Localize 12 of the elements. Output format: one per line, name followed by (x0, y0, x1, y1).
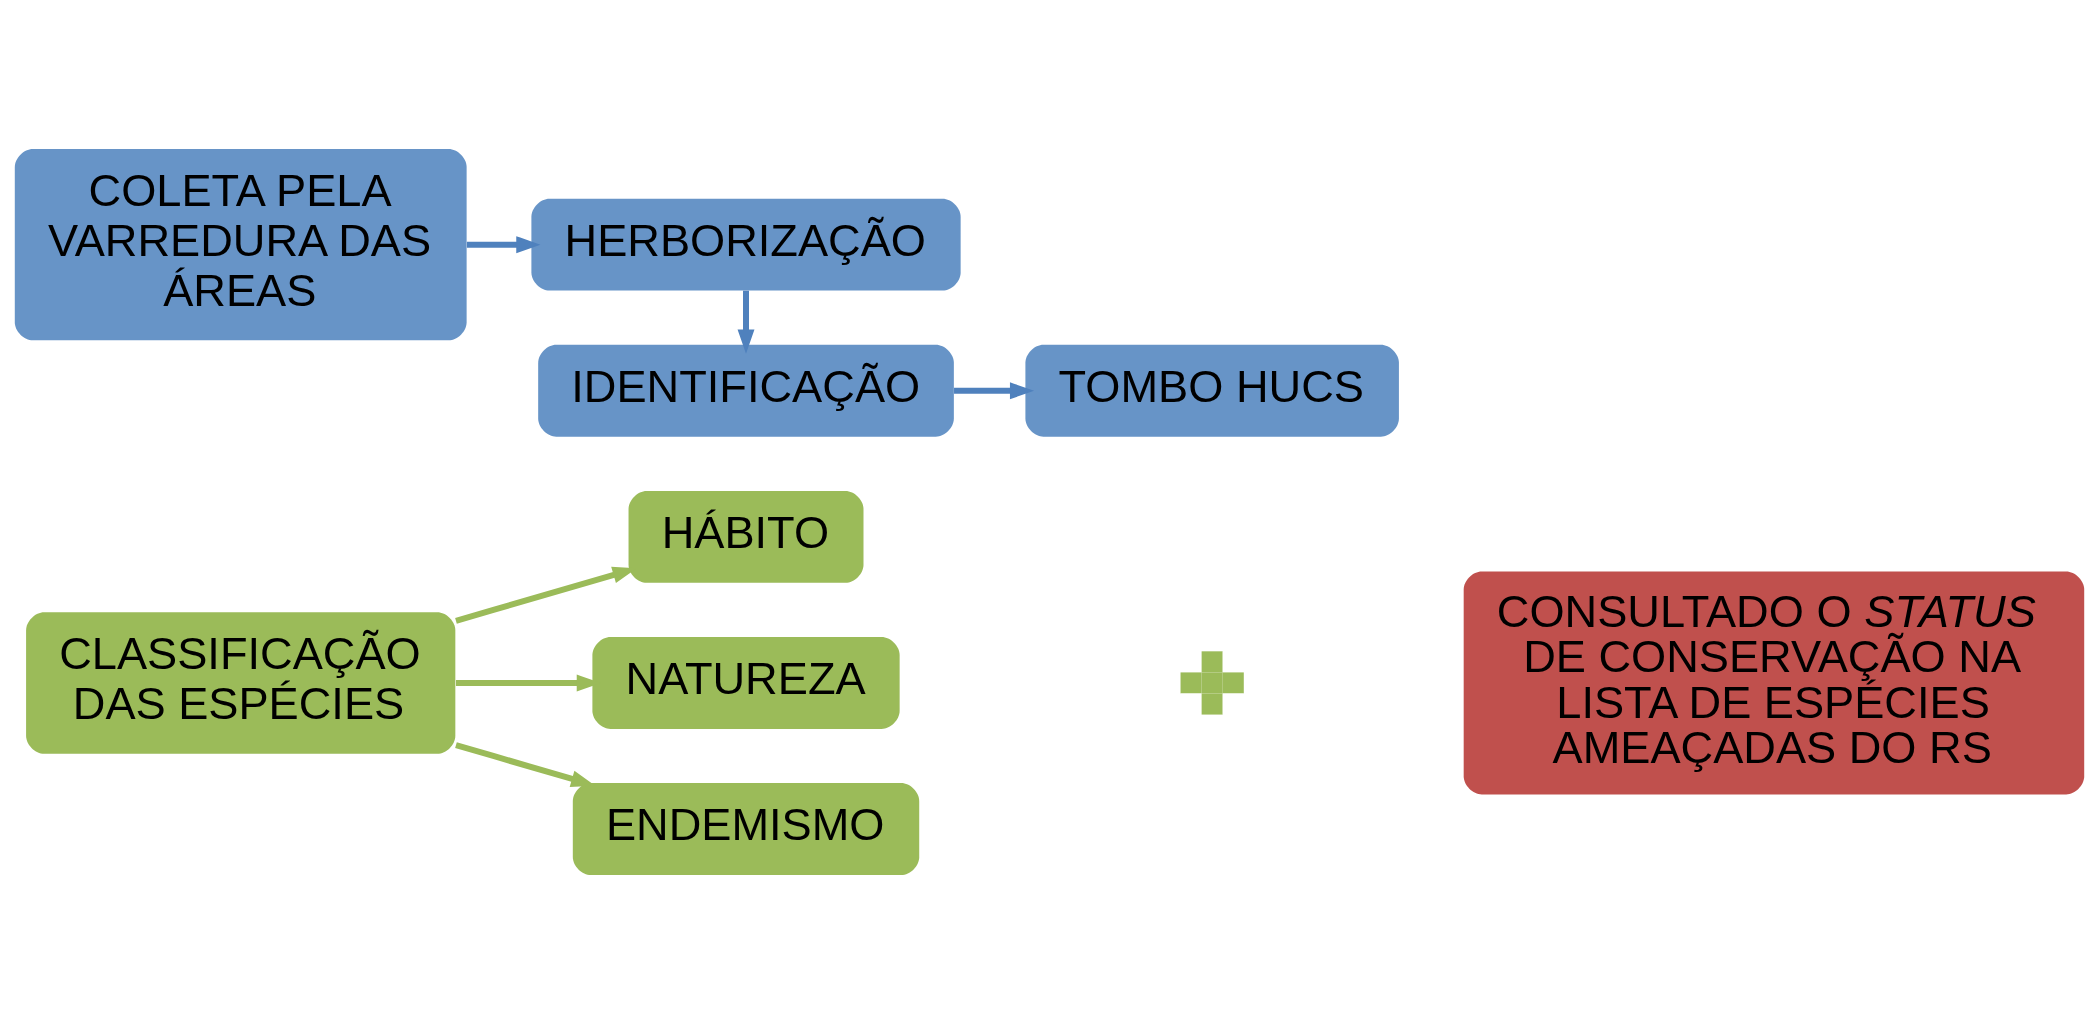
node-box: COLETA PELA VARREDURA DAS ÁREAS (14, 149, 467, 341)
node-box: HERBORIZAÇÃO (531, 198, 961, 291)
node-box: CLASSIFICAÇÃO DAS ESPÉCIES (26, 612, 456, 754)
node-box: ENDEMISMO (572, 783, 920, 875)
node-box: HÁBITO (628, 490, 864, 583)
node-box: NATUREZA (592, 637, 900, 729)
arrow (466, 236, 541, 254)
arrow (737, 290, 755, 354)
arrow (954, 382, 1035, 400)
node-box: CONSULTADO O STATUS DE CONSERVAÇÃO NA LISTA DE ESPÉCIES AMEAÇADAS DO RS (1463, 571, 2085, 795)
node-box: TOMBO HUCS (1025, 344, 1399, 437)
node-box: IDENTIFICAÇÃO (538, 344, 954, 437)
